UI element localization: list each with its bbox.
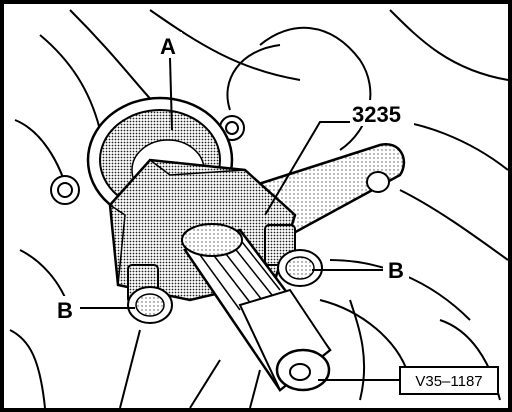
leader-3235 — [264, 121, 350, 216]
bolt-b-right — [264, 224, 323, 287]
label-b-right: B — [388, 258, 404, 283]
figure-code-box: V35–1187 — [399, 366, 499, 395]
housing-bolt-hole-left — [50, 175, 80, 205]
figure-code: V35–1187 — [415, 373, 482, 390]
splined-shaft — [181, 223, 332, 392]
label-a: A — [160, 34, 176, 59]
bolt-b-left — [127, 264, 173, 324]
leader-lines — [80, 57, 400, 381]
leader-a — [169, 57, 173, 131]
label-3235: 3235 — [352, 102, 401, 127]
label-b-left: B — [57, 298, 73, 323]
